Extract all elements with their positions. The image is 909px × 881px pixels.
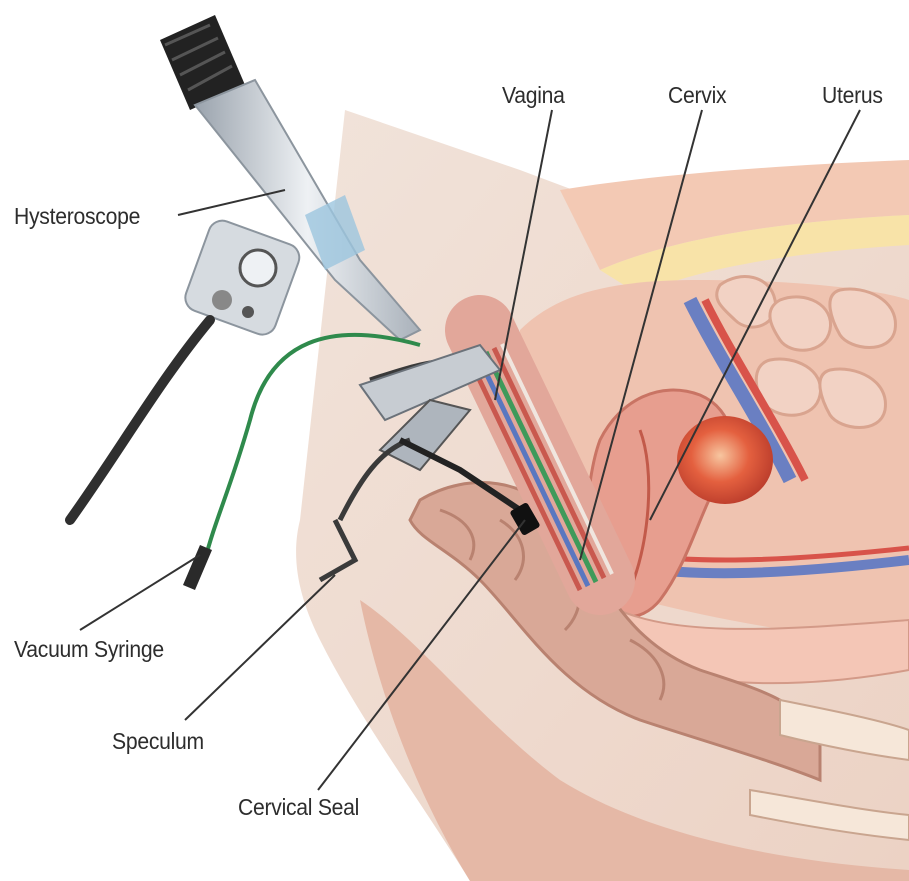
vacuum-syringe (183, 545, 212, 590)
label-vacuum-syringe: Vacuum Syringe (14, 636, 164, 663)
label-cervix: Cervix (668, 82, 726, 109)
label-cervical-seal: Cervical Seal (238, 794, 359, 821)
label-uterus: Uterus (822, 82, 883, 109)
label-hysteroscope: Hysteroscope (14, 203, 140, 230)
label-vagina: Vagina (502, 82, 565, 109)
label-speculum: Speculum (112, 728, 204, 755)
ovary (677, 416, 773, 504)
